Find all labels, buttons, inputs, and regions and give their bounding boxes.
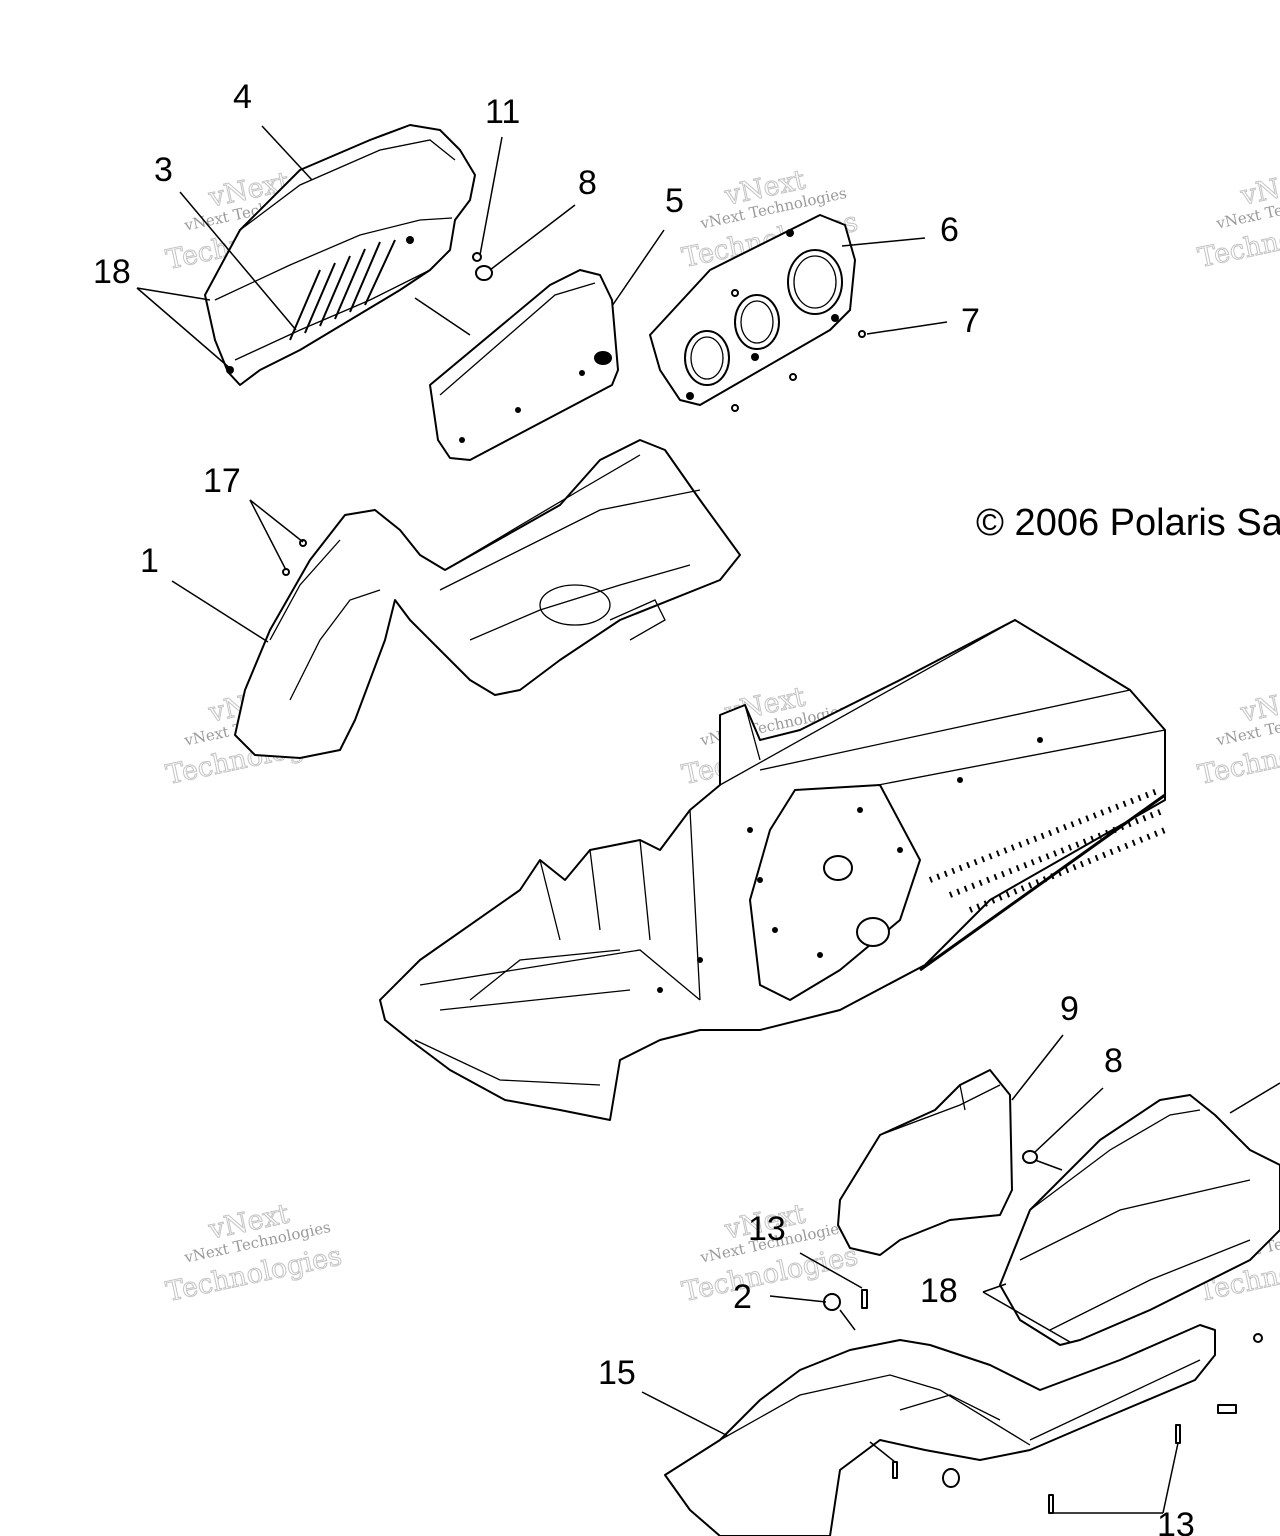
bolt-13-top [861, 1289, 868, 1309]
screws-7 [731, 289, 866, 412]
callout-4: 4 [233, 78, 252, 116]
grommet-2 [823, 1293, 841, 1311]
fastener-11 [472, 252, 482, 262]
part-9-block [837, 1069, 1013, 1256]
callout-13-lower: 13 [1157, 1506, 1195, 1536]
tunnel-perforations [919, 787, 1167, 972]
part-dash-pod [204, 124, 476, 386]
callout-7: 7 [961, 302, 980, 340]
callout-11: 11 [485, 93, 520, 131]
part-1-console [234, 439, 741, 759]
callout-15: 15 [598, 1354, 636, 1392]
callout-17: 17 [203, 462, 241, 500]
part-5-panel [429, 269, 619, 461]
callout-8: 8 [578, 164, 597, 202]
callout-6: 6 [940, 211, 959, 249]
callout-13: 13 [748, 1210, 786, 1248]
watermark-brand: vNext [1237, 681, 1280, 728]
callout-3: 3 [154, 151, 173, 189]
bolts-13-lower [892, 1333, 1263, 1514]
callout-1: 1 [140, 542, 159, 580]
part-6-gauge-plate [649, 214, 856, 406]
callout-9: 9 [1060, 990, 1079, 1028]
part-chassis [379, 619, 1167, 1121]
callout-18: 18 [93, 253, 131, 291]
callout-18-lower: 18 [920, 1272, 958, 1310]
part-18-side-pod [999, 1094, 1280, 1346]
copyright-notice: © 2006 Polaris Sa [976, 502, 1280, 544]
callout-5: 5 [665, 182, 684, 220]
callout-8-lower: 8 [1104, 1042, 1123, 1080]
part-15-belly-pan [664, 1324, 1216, 1536]
leader-lines [136, 125, 1280, 1514]
callout-2: 2 [733, 1278, 752, 1316]
nut-8-top [475, 265, 493, 281]
watermark-brand: vNext [1237, 164, 1280, 211]
callouts: 4 3 18 11 8 5 6 7 17 1 9 8 13 2 18 15 13 [93, 78, 1195, 1536]
nut-8-lower [1022, 1150, 1038, 1164]
